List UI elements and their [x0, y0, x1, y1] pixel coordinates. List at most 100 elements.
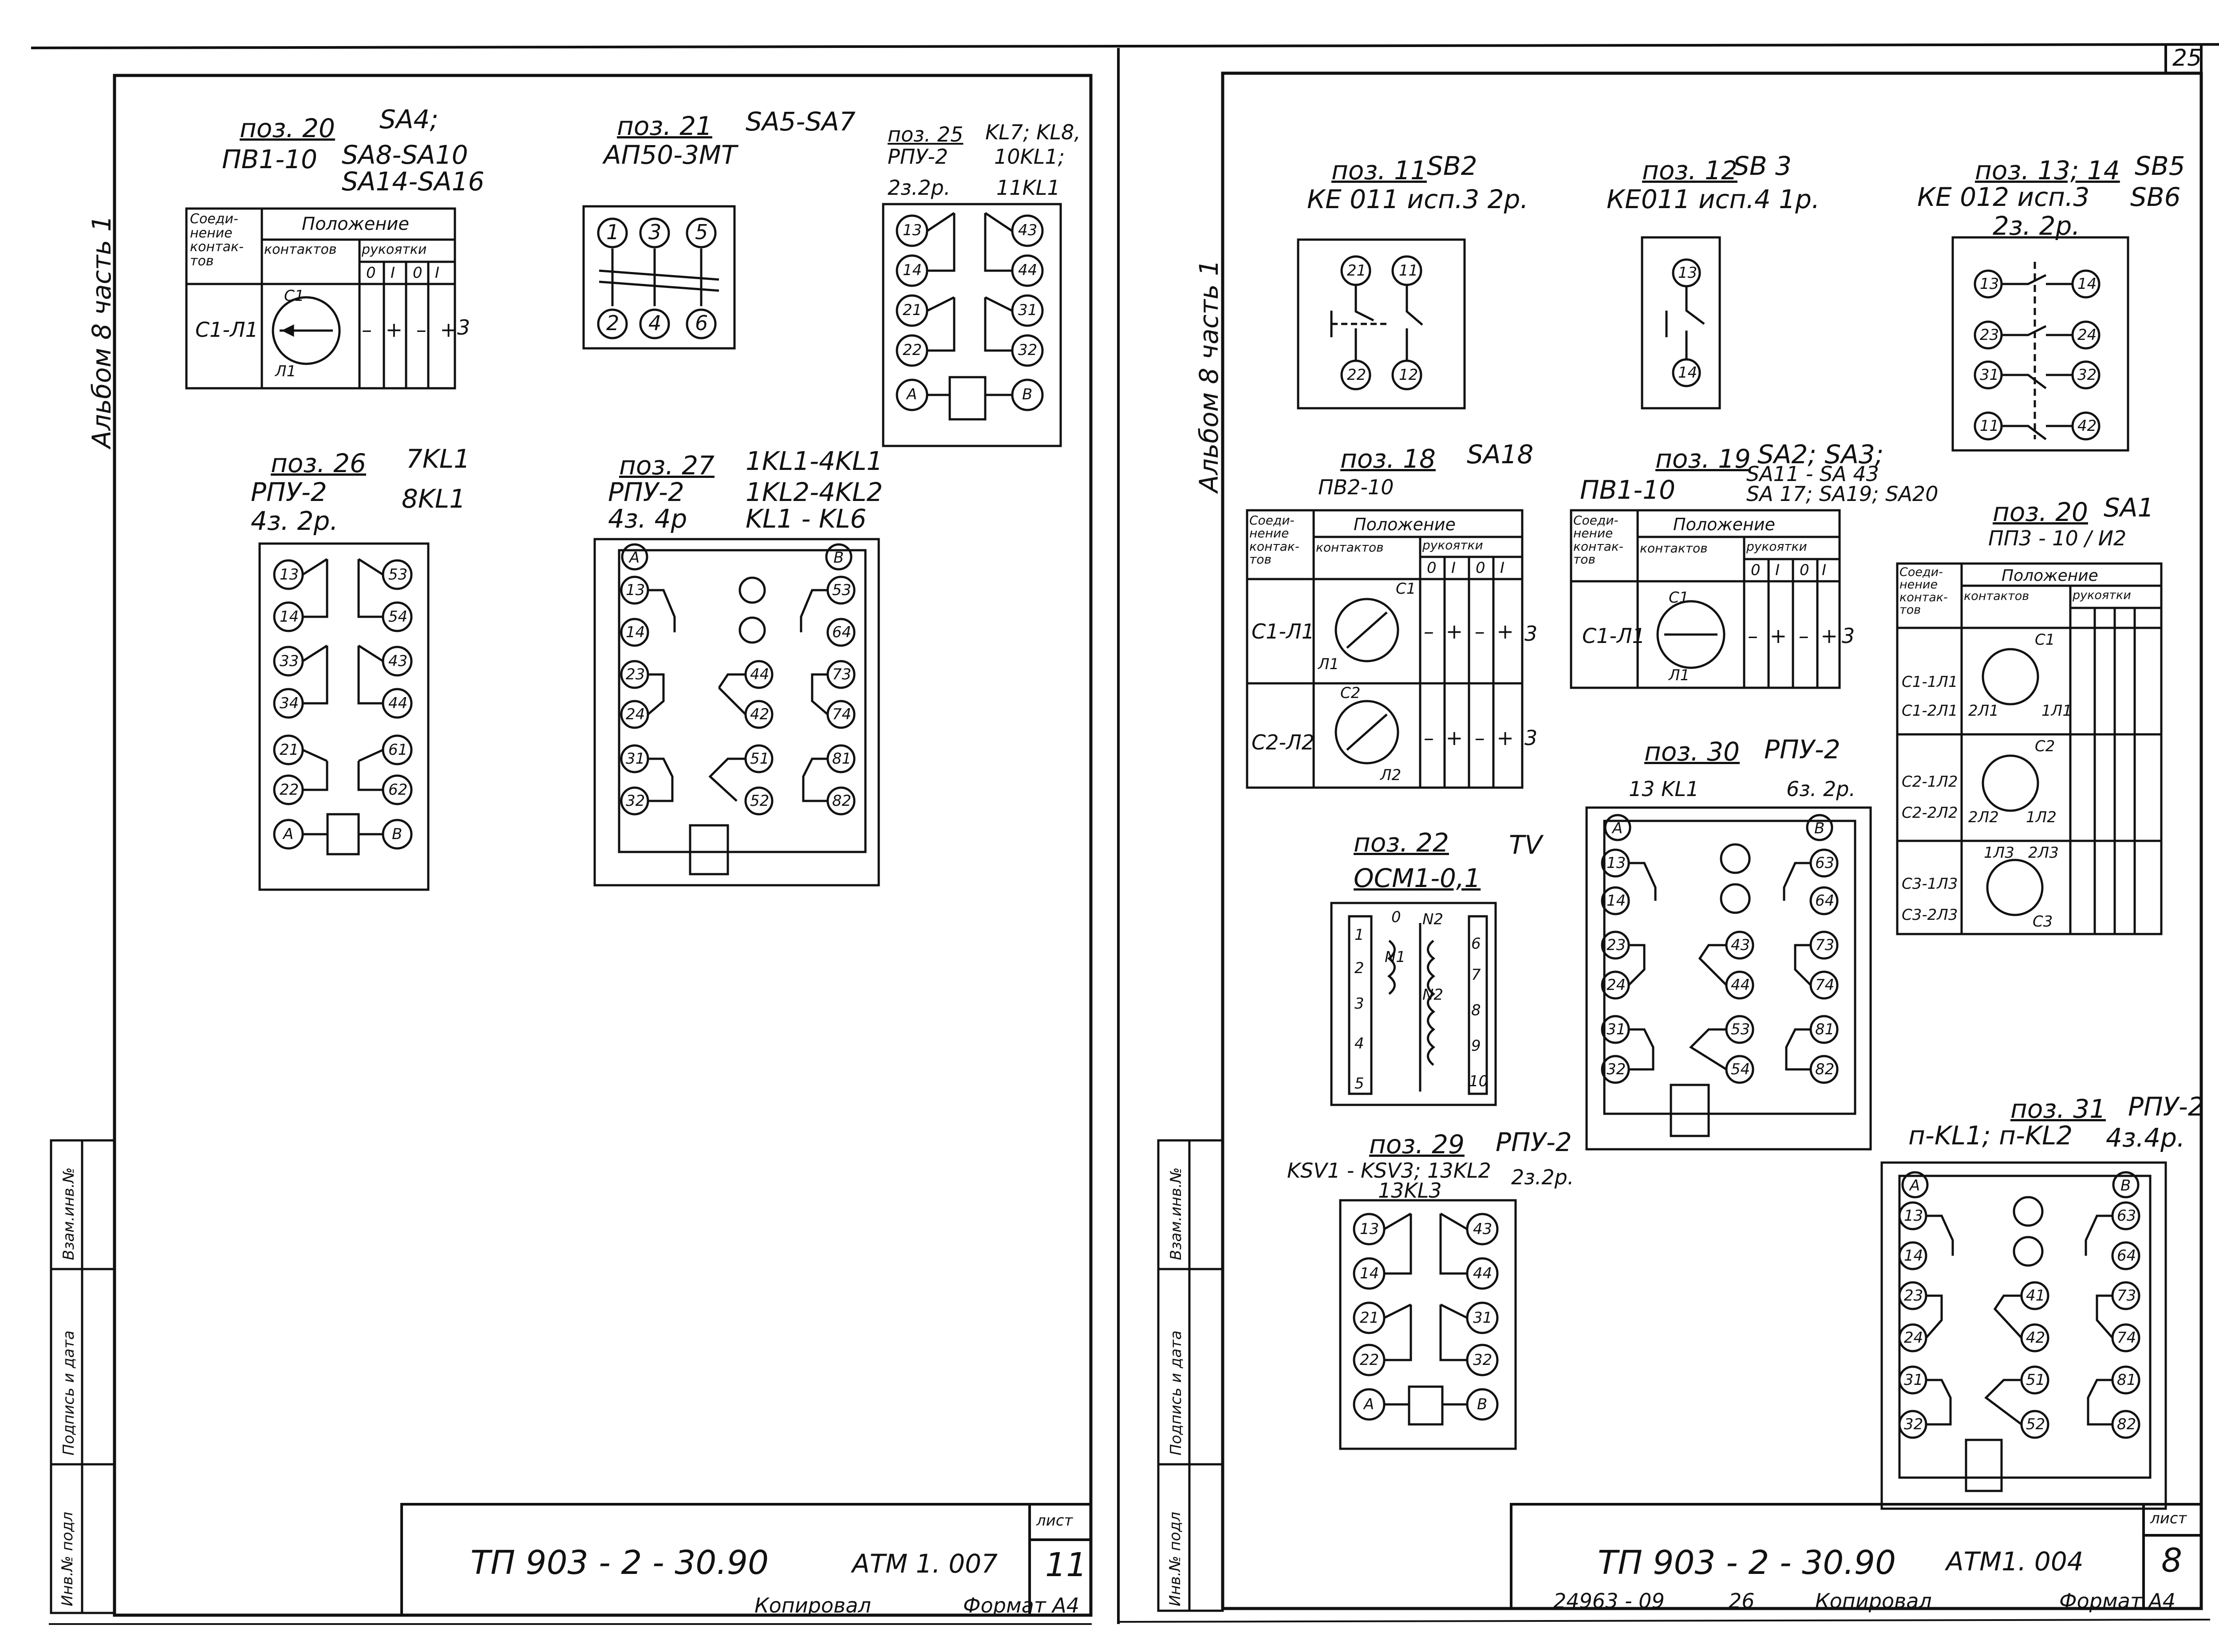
right-poz22-w3: N2	[1422, 986, 1444, 1004]
right-doc-code: АТМ1. 004	[1946, 1546, 2084, 1577]
right-poz22-pin3: 3	[1354, 995, 1364, 1013]
right-poz20-row2: C1-2Л1	[1902, 702, 1958, 720]
right-poz11-title: поз. 11	[1331, 155, 1427, 185]
right-poz20-c1: C1	[2035, 631, 2055, 649]
right-copied-label: Копировал	[1815, 1589, 1932, 1613]
right-poz30-pin44: 44	[1731, 976, 1750, 994]
right-poz29-pin44: 44	[1473, 1265, 1492, 1282]
right-poz1314-pin42: 42	[2077, 417, 2097, 435]
right-side-label: Альбом 8 часть 1	[1194, 260, 1224, 493]
right-poz31-title: поз. 31	[2010, 1094, 2106, 1124]
right-poz22-pin0: 0	[1391, 908, 1401, 926]
right-poz19-pos2: 0	[1800, 561, 1809, 579]
right-poz30-pin13: 13	[1607, 854, 1626, 872]
left-poz20-c1: C1	[284, 287, 304, 305]
right-poz11-pin22: 22	[1347, 366, 1366, 384]
right-poz20-row5: C3-1Л3	[1902, 875, 1958, 893]
right-poz29-pin31: 31	[1473, 1309, 1492, 1327]
right-poz11-pin21: 21	[1347, 262, 1366, 280]
right-poz22-pin5: 5	[1354, 1075, 1364, 1092]
right-poz19-pos1: I	[1775, 561, 1780, 579]
right-poz18-row1: C1-Л1	[1252, 619, 1315, 643]
right-poz18-ref: SA18	[1467, 439, 1534, 469]
right-poz11-ref: SB2	[1427, 151, 1477, 181]
right-poz20-l3a: 1Л3	[1984, 844, 2014, 862]
left-doc-code: АТМ 1. 007	[852, 1549, 998, 1579]
right-poz20-row6: C3-2Л3	[1902, 906, 1958, 924]
right-poz29-pin22: 22	[1360, 1351, 1379, 1369]
right-stamp-inv: Инв.№ подл	[1166, 1512, 1184, 1606]
poz25-relay-box	[882, 203, 1062, 447]
left-poz25-ref: KL7; KL8,	[985, 120, 1081, 144]
right-poz29-pinA: А	[1364, 1396, 1374, 1413]
right-poz30-pin64: 64	[1815, 892, 1835, 910]
left-poz25-ref2: 10KL1;	[994, 145, 1065, 169]
right-title-block-frame	[1510, 1503, 2203, 1610]
right-poz31-pin51: 51	[2026, 1371, 2045, 1389]
right-poz20-l3b: 2Л3	[2028, 844, 2059, 862]
right-poz29-pinB: В	[1477, 1396, 1488, 1413]
right-poz18-title: поз. 18	[1340, 444, 1436, 474]
right-poz30-pinB: В	[1814, 820, 1825, 837]
right-poz1314-pin24: 24	[2077, 326, 2097, 344]
right-poz31-model: п-KL1; п-KL2	[1908, 1120, 2073, 1151]
right-poz31-pin63: 63	[2117, 1207, 2136, 1225]
right-poz30-pinA: А	[1612, 820, 1623, 837]
right-poz12-ref: SB 3	[1733, 151, 1792, 181]
right-poz20-l1b: 1Л1	[2041, 702, 2072, 720]
left-poz26-model: РПУ-2	[251, 477, 327, 507]
right-poz30-pin43: 43	[1731, 936, 1750, 954]
right-poz12-pin14: 14	[1678, 364, 1698, 382]
right-poz22-w2: N2	[1422, 911, 1444, 928]
left-poz26-title: поз. 26	[271, 448, 366, 478]
right-poz20-title: поз. 20	[1993, 497, 2088, 527]
left-poz27-model: РПУ-2	[608, 477, 684, 507]
left-poz26-pin43: 43	[388, 652, 408, 670]
right-poz18-c2: C2	[1340, 684, 1361, 702]
right-poz1314-sub: 2з. 2р.	[1993, 211, 2080, 241]
right-poz29-title: поз. 29	[1369, 1129, 1465, 1159]
left-poz21-pin5: 5	[695, 220, 708, 244]
right-poz30-pin31: 31	[1607, 1021, 1626, 1038]
right-poz30-pin74: 74	[1815, 976, 1835, 994]
right-poz30-pin82: 82	[1815, 1061, 1835, 1078]
right-poz29-pin32: 32	[1473, 1351, 1492, 1369]
right-poz1314-ref: SB5	[2135, 151, 2185, 181]
left-poz26-pin21: 21	[280, 741, 299, 759]
left-poz27-sub: 4з. 4р	[608, 504, 687, 534]
right-poz20-h1: Соеди-нение контак-тов	[1899, 565, 1948, 617]
left-poz21-pin4: 4	[648, 311, 662, 335]
right-poz20-row3: C2-1Л2	[1902, 773, 1958, 791]
right-poz18-marks2: – + – +	[1424, 726, 1516, 750]
right-format-label: Формат А4	[2059, 1589, 2176, 1613]
right-poz1314-pin13: 13	[1980, 275, 1999, 293]
left-poz20-l1: Л1	[275, 363, 296, 380]
right-poz1314-model: КЕ 012 исп.3	[1917, 182, 2090, 212]
right-poz12-pin13: 13	[1678, 264, 1698, 282]
right-poz18-model: ПВ2-10	[1318, 475, 1394, 499]
right-poz22-pin10: 10	[1469, 1072, 1489, 1090]
right-poz29-model: KSV1 - KSV3; 13KL2	[1287, 1159, 1491, 1183]
left-poz26-pin33: 33	[280, 652, 299, 670]
right-stamp-replace: Взам.инв.№	[1167, 1167, 1185, 1260]
right-poz18-h3: контактов	[1316, 540, 1384, 555]
poz30-relay-box	[1585, 806, 1872, 1151]
left-poz20-row: C1-Л1	[195, 318, 258, 342]
left-poz27-pin53: 53	[832, 581, 852, 599]
right-poz20-l2a: 2Л2	[1968, 808, 1999, 826]
right-poz20-ref: SA1	[2104, 493, 2154, 523]
left-poz20-model: ПВ1-10	[222, 144, 318, 174]
right-poz30-pin53: 53	[1731, 1021, 1750, 1038]
right-poz22-pin2: 2	[1354, 959, 1364, 977]
left-sheet-label: лист	[1036, 1512, 1073, 1530]
poz19-table	[1570, 509, 1841, 689]
right-poz18-pos1: I	[1451, 559, 1456, 577]
right-poz31-pin73: 73	[2117, 1287, 2136, 1305]
right-poz31-pin13: 13	[1904, 1207, 1923, 1225]
left-poz25-pin14: 14	[903, 261, 922, 279]
poz22-transformer-box	[1330, 902, 1497, 1106]
right-poz30-model: 13 KL1	[1629, 777, 1699, 801]
right-poz31-pinB: В	[2120, 1177, 2131, 1195]
left-stamp-replace: Взам.инв.№	[60, 1167, 78, 1260]
right-poz1314-pin32: 32	[2077, 366, 2097, 384]
